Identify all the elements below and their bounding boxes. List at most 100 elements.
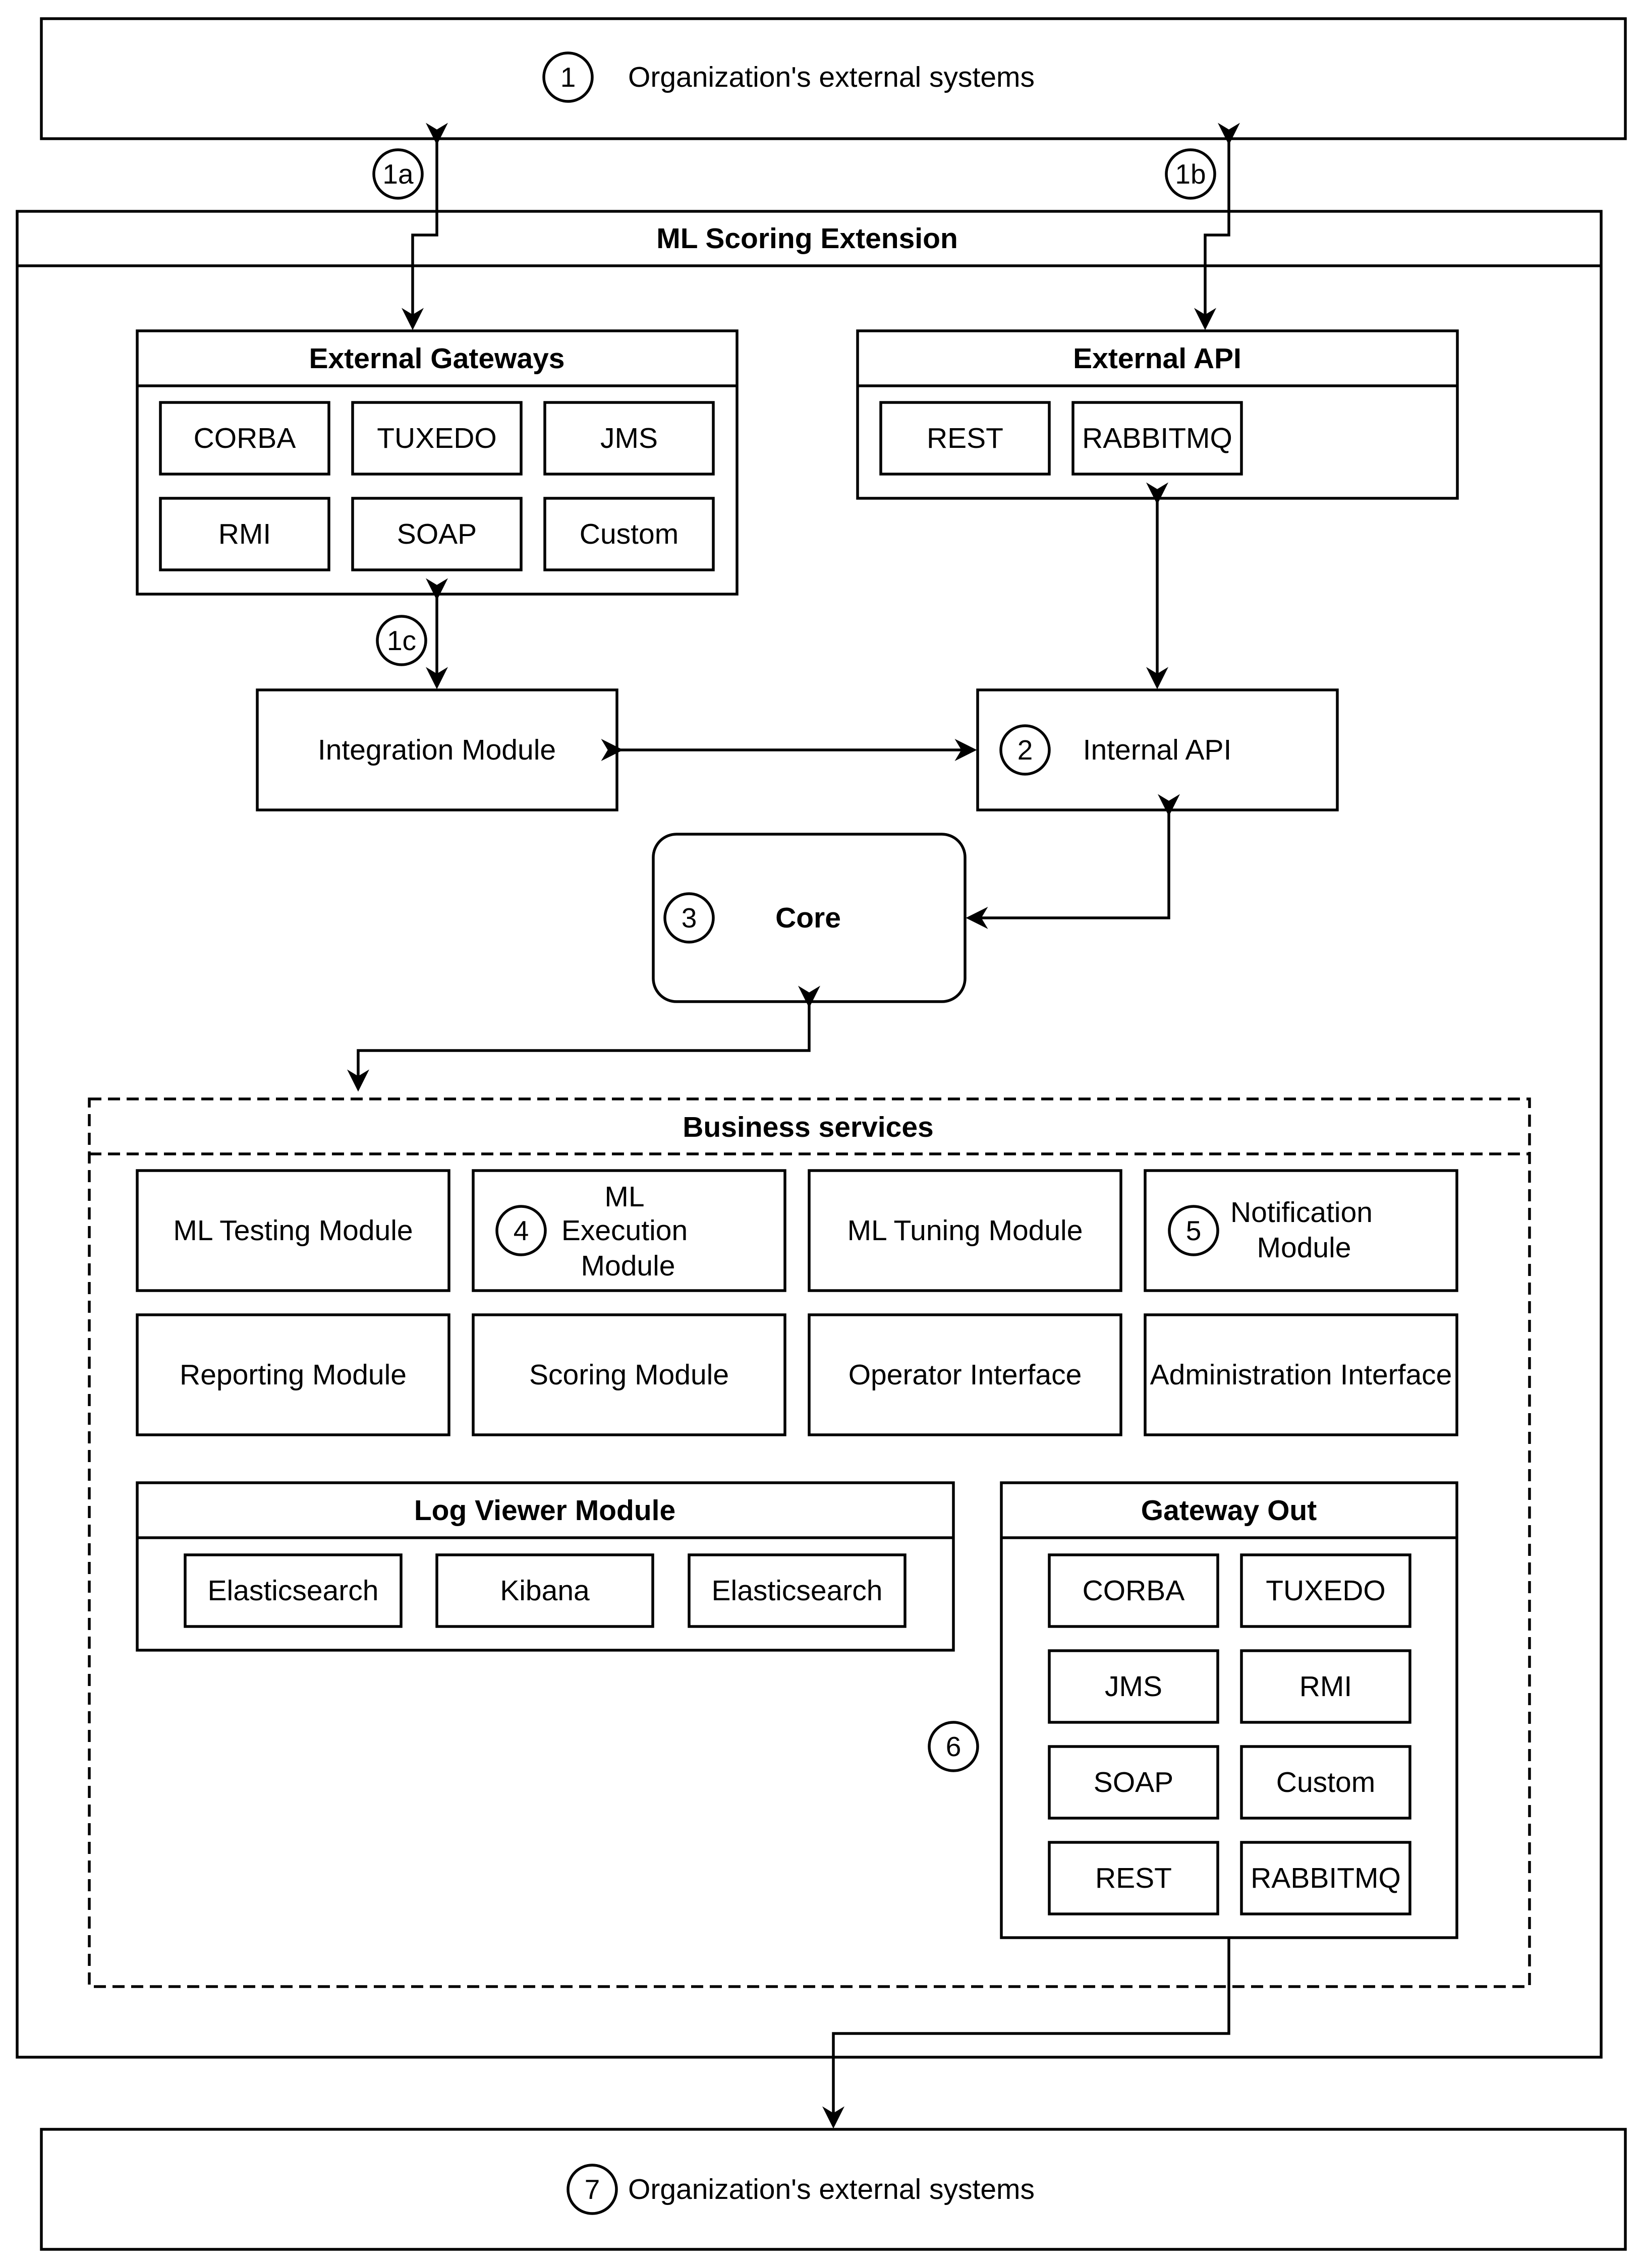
ml-testing-module-label: ML Testing Module	[173, 1214, 413, 1247]
gateway-jms-label: JMS	[600, 422, 658, 454]
gateway-out-title: Gateway Out	[1141, 1494, 1317, 1527]
out-rmi-label: RMI	[1299, 1670, 1352, 1703]
marker-3-label: 3	[682, 902, 697, 934]
log-viewer-title: Log Viewer Module	[414, 1494, 675, 1527]
marker-2-label: 2	[1017, 734, 1033, 766]
marker-3	[663, 892, 715, 944]
gateway-soap	[351, 497, 523, 571]
out-rmi	[1240, 1649, 1411, 1724]
api-rest-label: REST	[927, 422, 1003, 454]
marker-5-label: 5	[1186, 1215, 1202, 1246]
integration-module-label: Integration Module	[318, 734, 556, 766]
administration-interface	[1144, 1313, 1458, 1436]
api-rabbitmq-label: RABBITMQ	[1082, 422, 1232, 454]
business-services: Business services ML Testing Module 4 ML…	[88, 1097, 1531, 1988]
marker-1-label: 1	[560, 62, 576, 93]
log-viewer-module: Log Viewer Module Elasticsearch Kibana E…	[136, 1481, 955, 1652]
marker-4	[495, 1205, 547, 1256]
marker-7	[567, 2164, 618, 2215]
scoring-module	[472, 1313, 786, 1436]
ml-tuning-module-label: ML Tuning Module	[847, 1214, 1083, 1247]
external-systems-bottom: 7 Organization's external systems	[40, 2128, 1627, 2251]
marker-1b-label: 1b	[1175, 158, 1206, 190]
marker-1	[542, 51, 594, 103]
business-services-title: Business services	[683, 1111, 934, 1143]
external-api: External API REST RABBITMQ	[856, 329, 1459, 500]
log-kibana	[435, 1553, 654, 1628]
marker-1a-label: 1a	[382, 158, 414, 190]
gateway-corba	[159, 401, 330, 476]
out-custom	[1240, 1745, 1411, 1820]
api-rest	[879, 401, 1051, 476]
external-systems-top: 1 Organization's external systems	[40, 17, 1627, 140]
marker-7-label: 7	[585, 2174, 600, 2205]
out-tuxedo-label: TUXEDO	[1266, 1575, 1386, 1607]
reporting-module-label: Reporting Module	[180, 1359, 407, 1391]
ml-tuning-module	[808, 1169, 1122, 1292]
log-elasticsearch-2	[688, 1553, 907, 1628]
api-rabbitmq	[1071, 401, 1243, 476]
external-systems-top-label: Organization's external systems	[628, 61, 1035, 93]
external-gateways-title: External Gateways	[309, 342, 565, 375]
log-elasticsearch-1	[184, 1553, 403, 1628]
gateway-jms	[543, 401, 715, 476]
out-rest-label: REST	[1095, 1862, 1172, 1894]
notification-module	[1144, 1169, 1458, 1292]
out-rabbitmq-label: RABBITMQ	[1251, 1862, 1401, 1894]
ml-execution-line-3: Module	[581, 1250, 675, 1282]
notification-line-1: Notification	[1230, 1196, 1373, 1229]
ml-execution-line-1: ML	[604, 1181, 644, 1213]
gateway-soap-label: SOAP	[397, 518, 477, 550]
marker-4-label: 4	[514, 1215, 529, 1246]
out-rabbitmq	[1240, 1841, 1411, 1915]
core: 3 Core	[652, 833, 967, 1003]
operator-interface	[808, 1313, 1122, 1436]
notification-line-2: Module	[1257, 1232, 1351, 1264]
out-jms-label: JMS	[1105, 1670, 1162, 1703]
out-custom-label: Custom	[1276, 1766, 1375, 1798]
marker-6: 6	[928, 1721, 979, 1772]
out-soap-label: SOAP	[1094, 1766, 1173, 1798]
connector-internal-api-core	[966, 794, 1180, 929]
marker-5	[1168, 1205, 1219, 1256]
administration-interface-label: Administration Interface	[1150, 1359, 1452, 1391]
gateway-custom-label: Custom	[580, 518, 678, 550]
reporting-module	[136, 1313, 450, 1436]
out-rest	[1048, 1841, 1219, 1915]
gateway-custom	[543, 497, 715, 571]
ml-execution-module	[472, 1169, 786, 1292]
external-api-title: External API	[1073, 342, 1241, 375]
gateway-rmi	[159, 497, 330, 571]
connector-1a	[402, 123, 448, 330]
gateway-tuxedo-label: TUXEDO	[377, 422, 497, 454]
connectors	[347, 123, 1240, 2129]
ml-testing-module	[136, 1169, 450, 1292]
connector-1b	[1194, 123, 1240, 330]
gateway-rmi-label: RMI	[218, 518, 271, 550]
external-gateways: External Gateways CORBA TUXEDO JMS RMI S…	[136, 329, 739, 596]
log-kibana-label: Kibana	[500, 1575, 590, 1607]
out-corba-label: CORBA	[1083, 1575, 1185, 1607]
gateway-corba-label: CORBA	[194, 422, 296, 454]
marker-6-label: 6	[946, 1731, 961, 1762]
gateway-tuxedo	[351, 401, 523, 476]
ml-scoring-extension-title: ML Scoring Extension	[656, 222, 958, 255]
internal-api-label: Internal API	[1083, 734, 1232, 766]
log-elasticsearch-2-label: Elasticsearch	[712, 1575, 883, 1607]
internal-api: 2 Internal API	[976, 688, 1339, 811]
marker-1b: 1b	[1165, 148, 1216, 200]
marker-2	[999, 724, 1051, 776]
out-corba	[1048, 1553, 1219, 1628]
external-systems-bottom-label: Organization's external systems	[628, 2173, 1035, 2205]
operator-interface-label: Operator Interface	[848, 1359, 1082, 1391]
marker-1a: 1a	[372, 148, 424, 200]
scoring-module-label: Scoring Module	[529, 1359, 729, 1391]
out-jms	[1048, 1649, 1219, 1724]
connector-core-business-services	[347, 985, 820, 1092]
core-label: Core	[775, 902, 841, 934]
connector-gateway-out-external	[822, 1938, 1230, 2129]
marker-1c-label: 1c	[387, 625, 416, 656]
out-soap	[1048, 1745, 1219, 1820]
ml-execution-line-2: Execution	[561, 1214, 688, 1247]
